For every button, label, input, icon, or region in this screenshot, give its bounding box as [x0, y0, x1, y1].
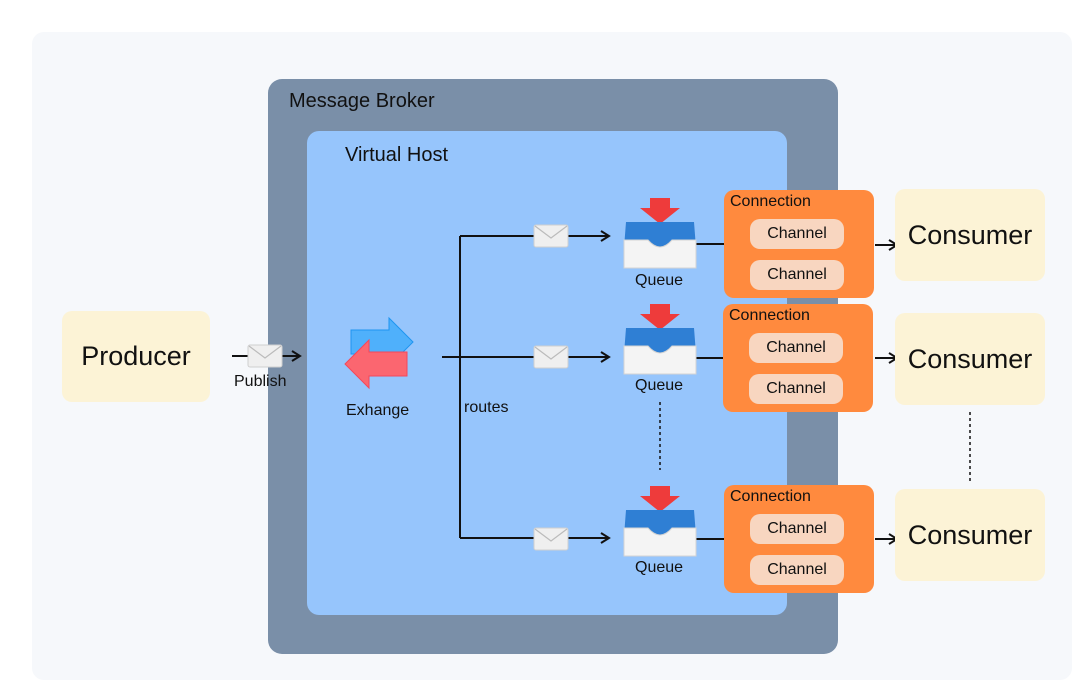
- connection-title: Connection: [730, 488, 811, 505]
- channel-box: Channel: [750, 219, 844, 249]
- consumer-box: Consumer: [895, 189, 1045, 281]
- queue-label: Queue: [635, 377, 684, 394]
- connection-box: Connection Channel Channel: [723, 304, 873, 412]
- consumer-box: Consumer: [895, 489, 1045, 581]
- channel-box: Channel: [749, 333, 843, 363]
- connection-title: Connection: [729, 307, 810, 324]
- exchange-icon: [344, 316, 414, 390]
- virtual-host-title: Virtual Host: [345, 144, 449, 166]
- envelope-icon: [533, 345, 569, 369]
- channel-box: Channel: [750, 260, 844, 290]
- connection-box: Connection Channel Channel: [724, 485, 874, 593]
- message-broker-title: Message Broker: [289, 90, 435, 112]
- channel-box: Channel: [750, 514, 844, 544]
- exchange-label: Exhange: [346, 402, 410, 419]
- queue-label: Queue: [635, 272, 684, 289]
- producer-box: Producer: [62, 311, 210, 402]
- publish-label: Publish: [234, 373, 287, 390]
- envelope-icon: [533, 224, 569, 248]
- consumer-box: Consumer: [895, 313, 1045, 405]
- queue-label: Queue: [635, 559, 684, 576]
- connection-title: Connection: [730, 193, 811, 210]
- routes-label: routes: [464, 399, 509, 416]
- envelope-icon: [533, 527, 569, 551]
- channel-box: Channel: [749, 374, 843, 404]
- queue-icon: [623, 304, 697, 375]
- envelope-icon: [247, 344, 283, 368]
- channel-box: Channel: [750, 555, 844, 585]
- queue-icon: [623, 486, 697, 557]
- queue-icon: [623, 198, 697, 269]
- connection-box: Connection Channel Channel: [724, 190, 874, 298]
